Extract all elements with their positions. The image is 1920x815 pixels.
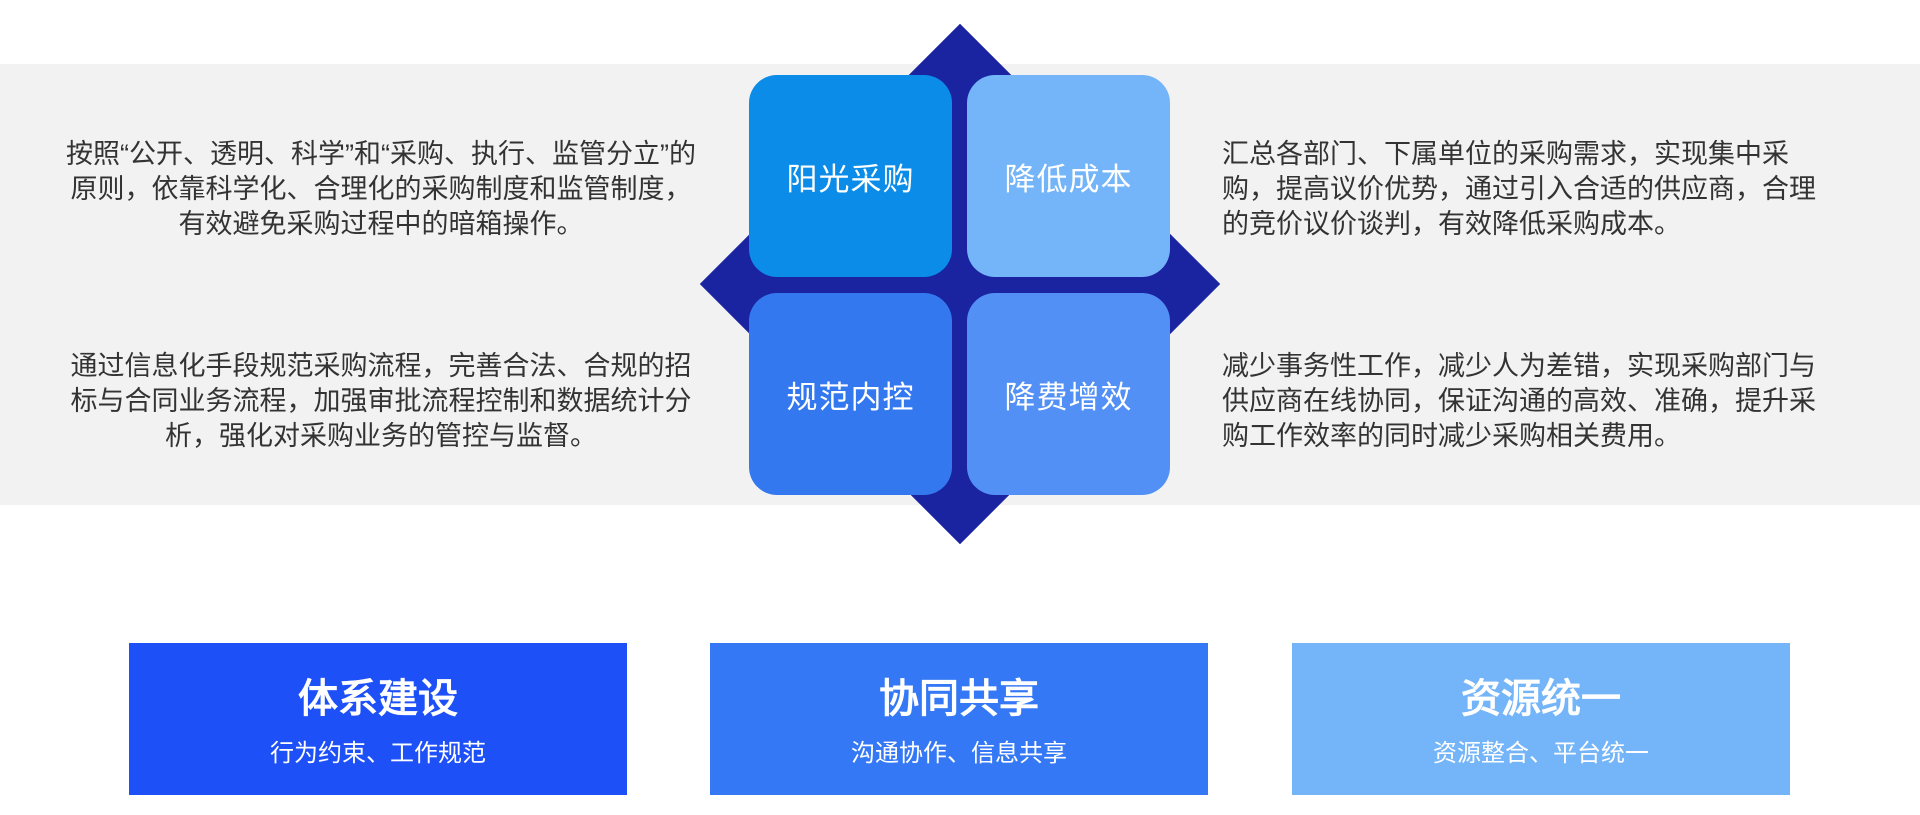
description-bottom-right: 减少事务性工作，减少人为差错，实现采购部门与供应商在线协同，保证沟通的高效、准确… — [1222, 351, 1816, 451]
quadrant-internal-control: 规范内控 — [749, 293, 952, 495]
card-system-building: 体系建设 行为约束、工作规范 — [129, 643, 627, 795]
card-subtitle: 行为约束、工作规范 — [270, 740, 486, 767]
card-title: 资源统一 — [1461, 677, 1621, 721]
quadrant-sunshine-procurement: 阳光采购 — [749, 75, 952, 277]
description-top-right: 汇总各部门、下属单位的采购需求，实现集中采购，提高议价优势，通过引入合适的供应商… — [1222, 139, 1816, 239]
card-subtitle: 沟通协作、信息共享 — [851, 740, 1067, 767]
card-subtitle: 资源整合、平台统一 — [1433, 740, 1649, 767]
card-title: 体系建设 — [298, 677, 458, 721]
quadrant-efficiency: 降费增效 — [967, 293, 1170, 495]
card-title: 协同共享 — [879, 677, 1039, 721]
description-bottom-left: 通过信息化手段规范采购流程，完善合法、合规的招标与合同业务流程，加强审批流程控制… — [70, 351, 692, 451]
quadrant-reduce-cost: 降低成本 — [967, 75, 1170, 277]
card-collaboration: 协同共享 沟通协作、信息共享 — [710, 643, 1208, 795]
card-resource-unification: 资源统一 资源整合、平台统一 — [1292, 643, 1790, 795]
description-top-left: 按照“公开、透明、科学”和“采购、执行、监管分立”的原则，依靠科学化、合理化的采… — [66, 139, 696, 239]
